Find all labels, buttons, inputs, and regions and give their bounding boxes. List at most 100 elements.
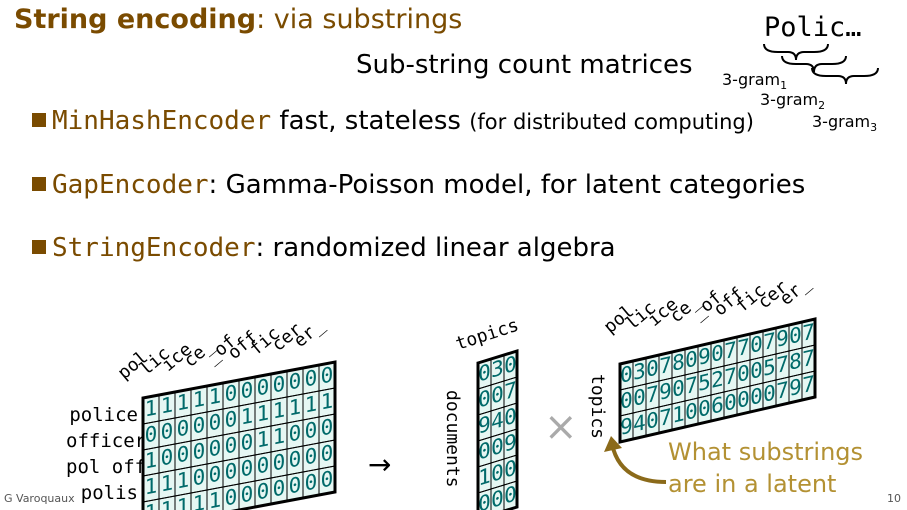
matrix-left-cell-value: 0: [193, 437, 206, 464]
matrix-left-cell-value: 1: [145, 498, 158, 510]
matrix-docs-cell-value: 0: [491, 485, 504, 510]
matrix-left-cell-value: 1: [145, 446, 158, 473]
matrix-left-cell-value: 0: [161, 417, 174, 444]
gram-label-3-text: 3-gram: [812, 112, 871, 131]
matrix-left-cell-value: 0: [209, 434, 222, 461]
matrix-left-col-label: er_: [290, 315, 329, 352]
matrix-left-cell-value: 0: [209, 408, 222, 435]
ngram-word: Polic…: [764, 12, 862, 43]
matrix-left-cell-value: 0: [241, 428, 254, 455]
matrix-left-cell-value: 0: [241, 454, 254, 481]
matrix-left-cell-value: 0: [257, 477, 270, 504]
matrix-left-cell-value: 1: [257, 425, 270, 452]
row-labels: police officer pol off polis: [66, 402, 147, 506]
slide-title-bold: String encoding: [14, 4, 257, 35]
matrix-left-cell-value: 0: [241, 480, 254, 507]
matrix-left-cell-value: 1: [273, 422, 286, 449]
matrix-topics-cell-value: 0: [646, 407, 659, 435]
matrix-topics-cell-value: 0: [750, 331, 763, 359]
matrix-left-cell-border: [190, 489, 208, 510]
matrix-topics-cell-value: 0: [750, 357, 763, 385]
matrix-left-cell-border: [142, 498, 160, 510]
matrix-docs-side-label: documents: [442, 390, 463, 488]
gram-label-1-sub: 1: [780, 79, 788, 93]
slide-title-rest: : via substrings: [256, 4, 463, 35]
matrix-docs-cell-border: [477, 488, 492, 510]
matrix-left-cell-value: 0: [273, 448, 286, 475]
matrix-left-cell-value: 1: [273, 396, 286, 423]
latent-note: What substrings are in a latent: [668, 436, 863, 500]
note-arrow: [604, 436, 667, 484]
matrix-left-cell-value: 0: [241, 376, 254, 403]
matrix-left-cell-value: 0: [257, 451, 270, 478]
matrix-left-cell-value: 0: [273, 370, 286, 397]
matrix-left-cell-value: 1: [209, 486, 222, 510]
matrix-docs-cell-value: 0: [504, 481, 517, 509]
matrix-docs-cell-value: 0: [478, 489, 491, 510]
gram-label-2-text: 3-gram: [760, 90, 819, 109]
matrix-topics-cell-value: 0: [698, 395, 711, 423]
matrix-topics-cell-value: 6: [711, 392, 724, 420]
gram-label-1: 3-gram1: [722, 70, 787, 92]
matrix-left-cell-value: 1: [161, 469, 174, 496]
matrix-topics-col-label: er_: [776, 273, 815, 310]
matrix-docs-cell-value: 0: [504, 455, 517, 483]
matrix-docs-cell-value: 0: [504, 403, 517, 431]
matrix-topics-cell-value: 0: [750, 383, 763, 411]
bullet-gap-text: : Gamma-Poisson model, for latent catego…: [208, 170, 806, 200]
matrix-docs-cell-value: 0: [478, 385, 491, 413]
matrix-left-cell-value: 1: [241, 402, 254, 429]
matrix-topics-cell-value: 0: [737, 386, 750, 414]
matrix-topics-cell-value: 9: [789, 374, 802, 402]
bullet-string-code: StringEncoder: [52, 233, 256, 263]
matrix-left-cell-border: [222, 483, 240, 510]
matrix-left-cell-value: 0: [321, 413, 334, 440]
row-label-pol-off: pol off: [66, 456, 147, 478]
matrix-docs-cell-border: [490, 484, 505, 510]
row-label-polis: polis: [80, 482, 138, 504]
matrix-left-cell-value: 0: [305, 416, 318, 443]
matrix-left-cell-value: 0: [321, 465, 334, 492]
matrix-topics-cell-value: 0: [789, 322, 802, 350]
slide-title: String encoding: via substrings: [14, 4, 462, 35]
brace-3: [811, 67, 879, 85]
matrix-topics-cell-value: 0: [724, 389, 737, 417]
matrix-topics-cell-value: 7: [646, 381, 659, 409]
matrix-left-cell-value: 0: [289, 471, 302, 498]
matrix-topics-cell-value: 0: [763, 380, 776, 408]
matrix-docs-cell-value: 0: [478, 437, 491, 465]
gram-label-1-text: 3-gram: [722, 70, 781, 89]
gram-label-3: 3-gram3: [812, 112, 877, 134]
matrix-left-cell-value: 1: [145, 394, 158, 421]
matrix-docs-cell-value: 0: [478, 359, 491, 387]
matrix-left-cell-value: 1: [161, 391, 174, 418]
matrix-topics-cell-value: 7: [802, 319, 815, 347]
matrix-docs-cell-value: 3: [491, 355, 504, 383]
matrix-docs-cell-value: 0: [491, 459, 504, 487]
matrix-left-cell-value: 0: [209, 460, 222, 487]
matrix-topics-cell-value: 0: [620, 387, 633, 415]
matrix-topics-cell-value: 0: [620, 361, 633, 389]
matrix-topics-cell-value: 0: [672, 375, 685, 403]
matrix-docs-cell-value: 9: [504, 429, 517, 457]
matrix-left-cell-value: 0: [225, 457, 238, 484]
matrix-left-cell-value: 1: [257, 399, 270, 426]
matrix-left-cell-value: 0: [321, 361, 334, 388]
latent-note-line-1: What substrings: [668, 438, 864, 466]
gram-label-3-sub: 3: [870, 121, 878, 135]
matrix-topics-cell-value: 0: [685, 346, 698, 374]
matrix-left-cell-value: 0: [273, 474, 286, 501]
gram-label-2: 3-gram2: [760, 90, 825, 112]
matrix-topics-cell-value: 7: [776, 377, 789, 405]
transform-arrow: →: [368, 448, 392, 481]
matrix-left-cell-value: 0: [305, 468, 318, 495]
matrix-left-cell-value: 1: [161, 495, 174, 510]
ngram-braces: [763, 43, 879, 85]
matrix-topics-cell-value: 3: [633, 358, 646, 386]
bullet-minhash-note: (for distributed computing): [469, 110, 754, 134]
gram-label-2-sub: 2: [818, 99, 826, 113]
matrix-topics-cell-value: 8: [672, 349, 685, 377]
